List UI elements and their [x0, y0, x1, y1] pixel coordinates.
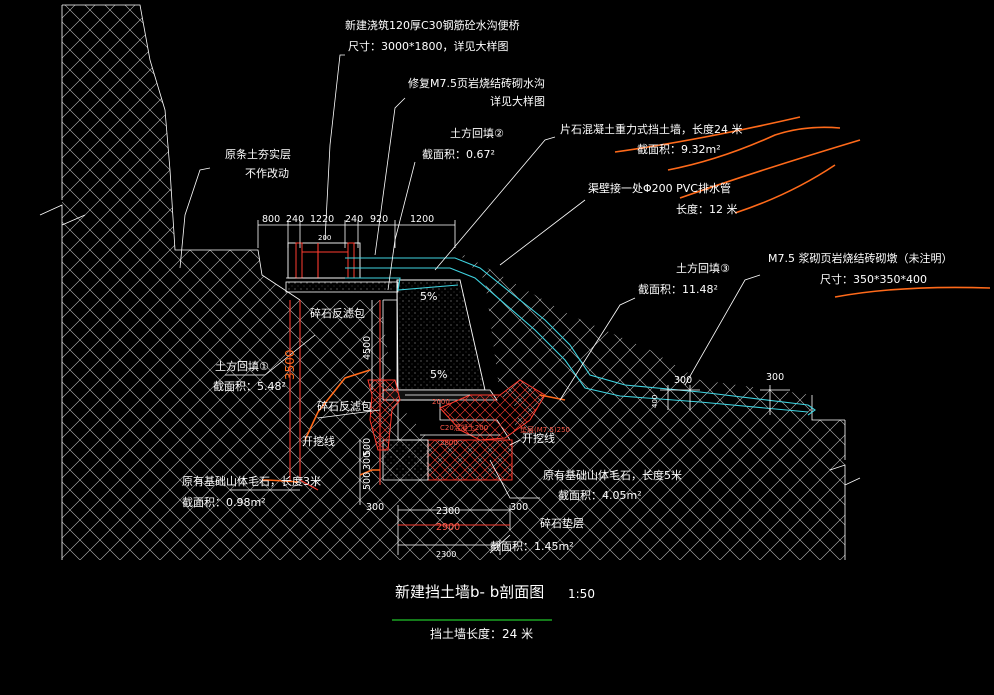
dim-bot-2900: 2900	[436, 522, 460, 533]
wall-length-note: 挡土墙长度：24 米	[430, 626, 533, 641]
dim-left-500: 500	[362, 438, 373, 456]
dim-left-300a: 300	[362, 452, 373, 470]
leader-lines	[179, 54, 761, 554]
backfill2-name: 土方回填②	[450, 126, 504, 140]
backfill3-area: 截面积：11.48²	[638, 282, 718, 296]
dim-bot-300-right: 300	[510, 502, 528, 513]
slope-label-1: 原条土夯实层	[225, 147, 291, 161]
dim-top-240b: 240	[345, 214, 363, 225]
small-note-2: C20混凝土200	[440, 423, 488, 432]
dim-base-2000: 2000	[432, 398, 450, 406]
dim-left-total: 3500	[283, 349, 297, 380]
gravel-filter-top: 碎石反滤包	[310, 306, 365, 320]
rubble-left-label: 原有基础山体毛石，长度3米	[182, 474, 321, 488]
bridge-label-2: 尺寸：3000*1800，详见大样图	[348, 39, 509, 53]
dim-small-200: 200	[318, 234, 331, 242]
gravel-cushion-label: 碎石垫层	[540, 516, 584, 530]
dim-right-400: 400	[651, 395, 659, 408]
dimension-lines	[257, 220, 790, 555]
dimension-text: 800 240 1220 240 920 1200 4500 3500 500 …	[262, 214, 784, 559]
dim-bot-300-left: 300	[366, 502, 384, 513]
excavation-lines	[299, 300, 566, 491]
slope-pct-mid: 5%	[430, 368, 447, 381]
dim-bot-2300: 2300	[436, 506, 460, 517]
slope-label-2: 不作改动	[245, 166, 289, 180]
excavation-right-label: 开挖线	[522, 431, 555, 445]
cushion-area: 截面积：1.45m²	[490, 539, 574, 553]
dim-right-300a: 300	[674, 375, 692, 386]
dim-right-300b: 300	[766, 372, 784, 383]
ground-hatch	[62, 5, 845, 560]
dim-left-500b: 500	[362, 472, 373, 490]
dim-base-2800: 2800	[440, 439, 458, 447]
ground-outline	[39, 4, 861, 560]
annotations: 新建浇筑120厚C30钢筋砼水沟便桥 尺寸：3000*1800，详见大样图 修复…	[182, 18, 952, 553]
rubble-right-label: 原有基础山体毛石，长度5米	[543, 468, 682, 482]
backfill1-name: 土方回填①	[215, 359, 269, 373]
backfill2-area: 截面积：0.67²	[422, 147, 495, 161]
masonry-label-1: M7.5 浆砌页岩烧结砖砌墩（未注明）	[768, 251, 952, 265]
gravel-filter-mid: 碎石反滤包	[317, 399, 372, 413]
excavation-left-label: 开挖线	[302, 434, 335, 448]
dim-top-920: 920	[370, 214, 388, 225]
orange-markups	[261, 116, 991, 483]
dim-bot-2300-lower: 2300	[436, 550, 456, 559]
backfill1-area: 截面积：5.48²	[213, 379, 286, 393]
drawing-scale: 1:50	[568, 587, 595, 601]
masonry-label-2: 尺寸：350*350*400	[820, 272, 927, 286]
pvc-label-2: 长度：12 米	[676, 202, 738, 216]
small-note-1: 垫层(M7.5)250	[520, 425, 570, 434]
backfill3-name: 土方回填③	[676, 261, 730, 275]
dim-top-240a: 240	[286, 214, 304, 225]
gravity-wall-area: 截面积：9.32m²	[637, 142, 721, 156]
ditch-label-2: 详见大样图	[490, 94, 545, 108]
pvc-label-1: 渠壁接一处Φ200 PVC排水管	[588, 181, 731, 195]
gravity-wall-label: 片石混凝土重力式挡土墙，长度24 米	[560, 122, 743, 136]
slope-pct-top: 5%	[420, 290, 437, 303]
dim-top-1220: 1220	[310, 214, 334, 225]
ditch-label-1: 修复M7.5页岩烧结砖砌水沟	[408, 76, 545, 90]
dim-top-800: 800	[262, 214, 280, 225]
dim-top-1200: 1200	[410, 214, 434, 225]
title-block: 新建挡土墙b- b剖面图 1:50 挡土墙长度：24 米	[395, 583, 595, 641]
dim-wall-height: 4500	[362, 336, 373, 360]
drawing-title: 新建挡土墙b- b剖面图	[395, 583, 544, 601]
rubble-right-area: 截面积：4.05m²	[558, 488, 642, 502]
rubble-left-area: 截面积：0.98m²	[182, 495, 266, 509]
bridge-label-1: 新建浇筑120厚C30钢筋砼水沟便桥	[345, 18, 520, 32]
